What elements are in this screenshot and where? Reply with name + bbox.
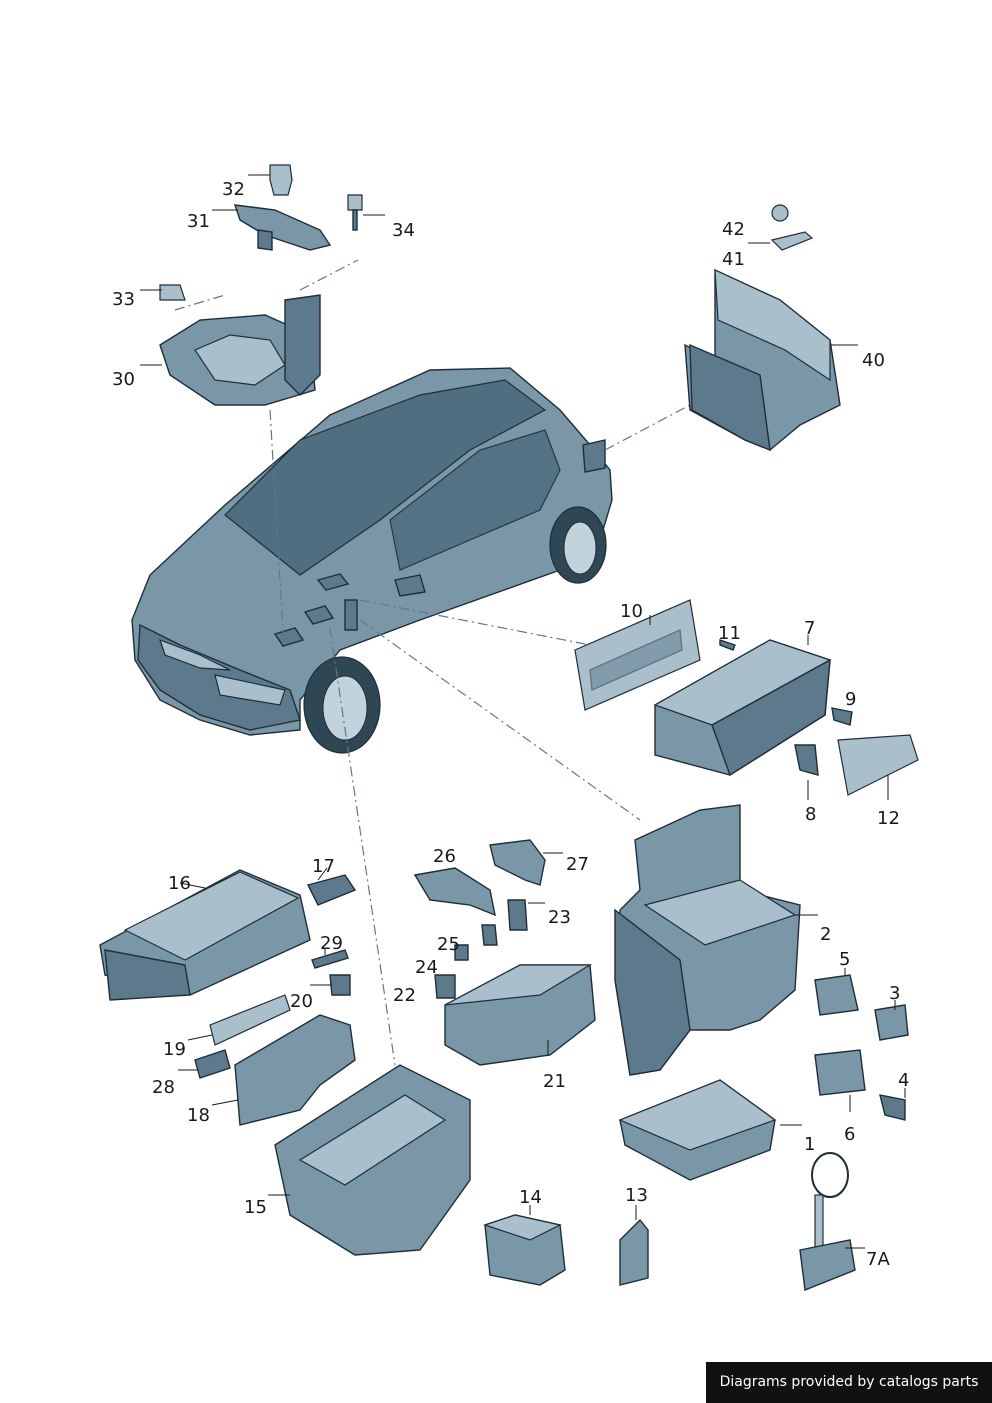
callout-7: 7 — [804, 618, 816, 639]
callout-29: 29 — [320, 933, 343, 954]
callout-15: 15 — [244, 1197, 267, 1218]
callout-21: 21 — [543, 1071, 566, 1092]
bracket-assembly — [140, 164, 385, 406]
callout-40: 40 — [862, 350, 885, 371]
callout-18: 18 — [187, 1105, 210, 1126]
callout-10: 10 — [620, 601, 643, 622]
callout-27: 27 — [566, 854, 589, 875]
fuse-box-assembly — [99, 867, 471, 1256]
callout-42: 42 — [722, 219, 745, 240]
callout-31: 31 — [187, 211, 210, 232]
callout-20: 20 — [290, 991, 313, 1012]
callout-34: 34 — [392, 220, 415, 241]
callout-1: 1 — [804, 1134, 816, 1155]
callout-6: 6 — [844, 1124, 856, 1145]
car-illustration — [131, 367, 613, 754]
callout-22: 22 — [393, 985, 416, 1006]
callout-16: 16 — [168, 873, 191, 894]
callout-19: 19 — [163, 1039, 186, 1060]
link-lines — [174, 259, 691, 1066]
callout-9: 9 — [845, 689, 857, 710]
fuse-box-carrier-assembly — [614, 804, 909, 1291]
callout-17: 17 — [312, 856, 335, 877]
callout-28: 28 — [152, 1077, 175, 1098]
callout-4: 4 — [898, 1070, 910, 1091]
callout-8: 8 — [805, 804, 817, 825]
rear-bracket-assembly — [684, 204, 858, 452]
callout-25: 25 — [437, 934, 460, 955]
callout-13: 13 — [625, 1185, 648, 1206]
relay-assembly — [413, 839, 596, 1066]
callout-26: 26 — [433, 846, 456, 867]
fuse-carrier-assembly — [574, 599, 919, 800]
callout-11: 11 — [718, 623, 741, 644]
callout-30: 30 — [112, 369, 135, 390]
credit-banner: Diagrams provided by catalogs parts — [706, 1362, 992, 1403]
callout-14: 14 — [519, 1187, 542, 1208]
callout-7A: 7A — [866, 1249, 890, 1270]
callout-33: 33 — [112, 289, 135, 310]
callout-12: 12 — [877, 808, 900, 829]
callout-32: 32 — [222, 179, 245, 200]
callout-24: 24 — [415, 957, 438, 978]
callout-2: 2 — [820, 924, 832, 945]
callout-3: 3 — [889, 983, 901, 1004]
callout-5: 5 — [839, 949, 851, 970]
relay-holders — [483, 1205, 649, 1286]
callout-41: 41 — [722, 249, 745, 270]
callout-23: 23 — [548, 907, 571, 928]
